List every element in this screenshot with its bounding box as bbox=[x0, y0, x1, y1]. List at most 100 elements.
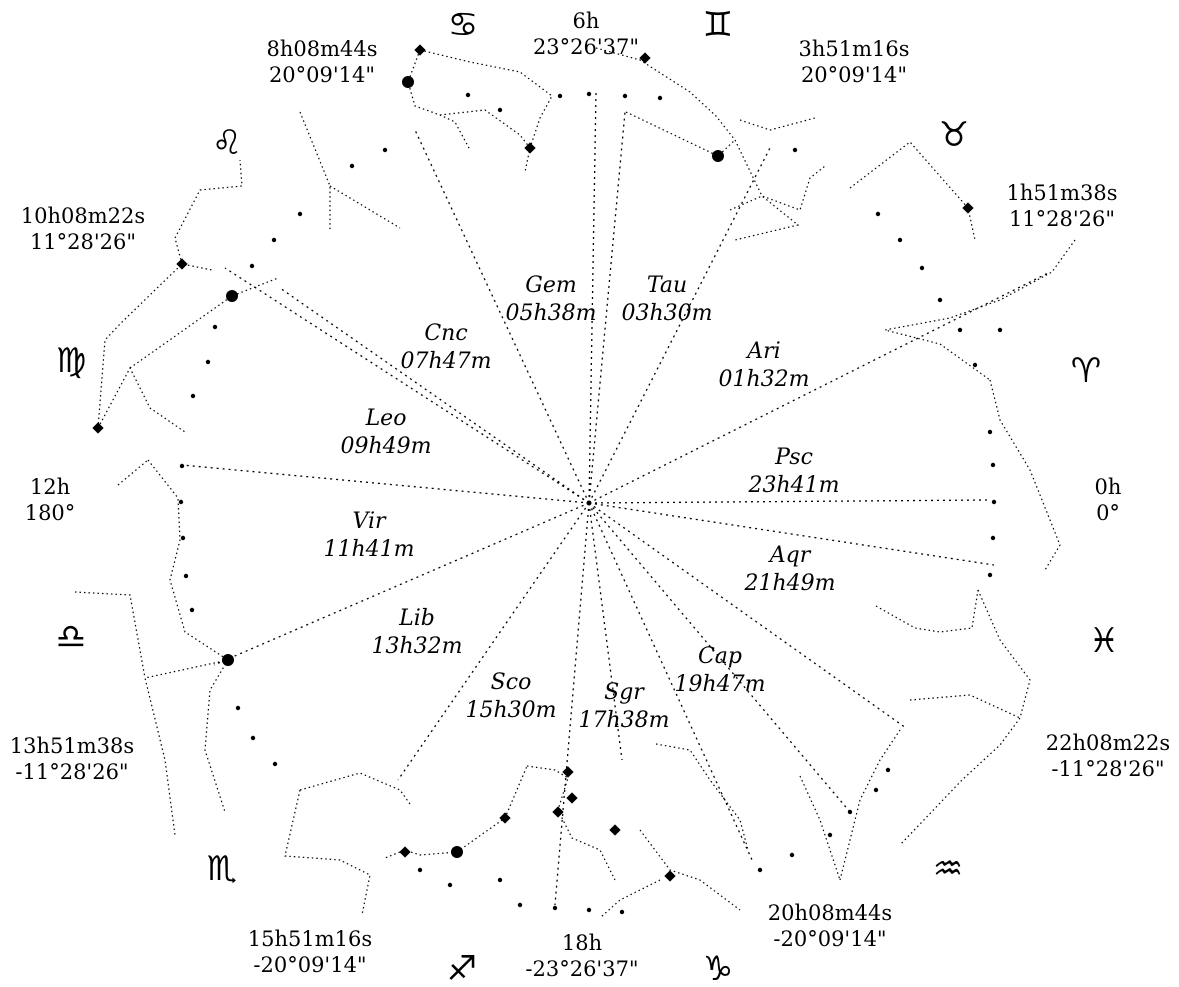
boundary-spoke bbox=[181, 464, 590, 504]
boundary-ra-label: 13h51m38s bbox=[10, 734, 134, 758]
boundary-dec-label: -23°26'37" bbox=[525, 957, 638, 981]
faint-star bbox=[622, 93, 628, 99]
boundary-spokes bbox=[181, 91, 1051, 906]
star bbox=[566, 792, 578, 804]
faint-star bbox=[179, 463, 185, 469]
faint-star bbox=[792, 147, 798, 153]
constellation-abbr: Gem bbox=[525, 273, 576, 298]
boundary-spoke bbox=[224, 267, 590, 504]
constellation-abbr: Sgr bbox=[604, 680, 645, 705]
bright-star bbox=[451, 846, 463, 858]
bright-star bbox=[222, 654, 234, 666]
constellation-ra: 07h47m bbox=[400, 349, 491, 374]
constellation-figure-line bbox=[625, 111, 736, 157]
constellation-abbr: Tau bbox=[647, 273, 687, 298]
boundary-dec-label: 180° bbox=[25, 501, 76, 525]
libra-symbol-icon: ♎ bbox=[56, 617, 86, 657]
boundary-spoke bbox=[588, 91, 597, 504]
leo-symbol-icon: ♌ bbox=[212, 123, 242, 163]
boundary-spoke bbox=[414, 129, 590, 504]
constellation-figure-line bbox=[839, 729, 901, 881]
star bbox=[414, 44, 426, 56]
faint-star bbox=[997, 327, 1003, 333]
star bbox=[962, 202, 974, 214]
faint-star bbox=[972, 362, 978, 368]
zodiac-symbols: ♋♊♉♌♈♍♎♓♏♒♐♑ bbox=[56, 5, 1119, 987]
faint-star bbox=[272, 761, 278, 767]
faint-star bbox=[586, 907, 592, 913]
faint-star bbox=[271, 237, 277, 243]
faint-star bbox=[212, 324, 218, 330]
faint-star bbox=[789, 852, 795, 858]
constellation-abbr: Vir bbox=[352, 509, 387, 534]
boundary-ra-label: 8h08m44s bbox=[266, 37, 377, 61]
boundary-ra-label: 20h08m44s bbox=[768, 901, 892, 925]
constellation-ra: 21h49m bbox=[743, 571, 835, 596]
star bbox=[524, 142, 536, 154]
taurus-symbol-icon: ♉ bbox=[939, 115, 969, 155]
constellation-figure-line bbox=[739, 117, 816, 131]
boundary-spoke bbox=[588, 499, 991, 504]
constellation-figure-line bbox=[147, 459, 229, 661]
faint-star bbox=[297, 211, 303, 217]
faint-star bbox=[657, 95, 663, 101]
boundary-ra-label: 3h51m16s bbox=[798, 37, 909, 61]
star bbox=[176, 258, 188, 270]
faint-star bbox=[417, 867, 423, 873]
boundary-labels: 6h23°26'37"8h08m44s20°09'14"3h51m16s20°0… bbox=[10, 9, 1170, 981]
boundary-spoke bbox=[588, 502, 995, 566]
faint-star bbox=[957, 327, 963, 333]
boundary-ra-label: 0h bbox=[1095, 475, 1122, 499]
faint-star bbox=[873, 787, 879, 793]
virgo-symbol-icon: ♍ bbox=[56, 341, 86, 381]
constellation-abbr: Leo bbox=[365, 406, 407, 431]
constellation-figure-line bbox=[97, 366, 186, 433]
bright-star bbox=[712, 150, 724, 162]
constellation-figure-line bbox=[144, 659, 229, 836]
pisces-symbol-icon: ♓ bbox=[1089, 621, 1119, 661]
boundary-dec-label: 20°09'14" bbox=[801, 63, 907, 87]
constellation-ra: 17h38m bbox=[578, 708, 669, 733]
constellation-ra: 03h30m bbox=[621, 301, 712, 326]
faint-star bbox=[178, 499, 184, 505]
boundary-spoke bbox=[588, 502, 851, 813]
constellation-ra: 01h32m bbox=[718, 367, 809, 392]
boundary-ra-label: 22h08m22s bbox=[1046, 731, 1170, 755]
chart-center bbox=[586, 500, 592, 506]
bright-star bbox=[226, 290, 238, 302]
boundary-ra-label: 6h bbox=[573, 9, 600, 33]
faint-star bbox=[465, 92, 471, 98]
boundary-dec-label: 11°28'26" bbox=[1009, 207, 1115, 231]
sagittarius-symbol-icon: ♐ bbox=[447, 949, 477, 987]
boundary-ra-label: 15h51m16s bbox=[248, 927, 372, 951]
constellation-abbr: Aqr bbox=[768, 543, 812, 568]
faint-star bbox=[557, 93, 563, 99]
boundary-dec-label: 0° bbox=[1096, 501, 1120, 525]
boundary-dec-label: -11°28'26" bbox=[15, 760, 128, 784]
boundary-ra-label: 18h bbox=[562, 931, 602, 955]
faint-star bbox=[847, 809, 853, 815]
constellation-figure-line bbox=[384, 849, 458, 859]
star bbox=[552, 806, 564, 818]
faint-star bbox=[875, 211, 881, 217]
constellation-figure-line bbox=[129, 277, 279, 369]
bright-star bbox=[402, 76, 414, 88]
boundary-spoke bbox=[588, 145, 772, 504]
boundary-ra-label: 12h bbox=[30, 475, 70, 499]
constellation-ra: 23h41m bbox=[747, 473, 839, 498]
faint-star bbox=[190, 393, 196, 399]
star bbox=[609, 824, 621, 836]
constellation-ra: 11h41m bbox=[323, 537, 414, 562]
constellation-figure-line bbox=[599, 879, 661, 919]
faint-star bbox=[919, 265, 925, 271]
faint-star bbox=[897, 237, 903, 243]
faint-star bbox=[987, 429, 993, 435]
faint-star bbox=[757, 867, 763, 873]
faint-star bbox=[517, 902, 523, 908]
star-markers bbox=[92, 44, 1003, 915]
constellation-figure-line bbox=[655, 743, 749, 851]
faint-star bbox=[497, 877, 503, 883]
